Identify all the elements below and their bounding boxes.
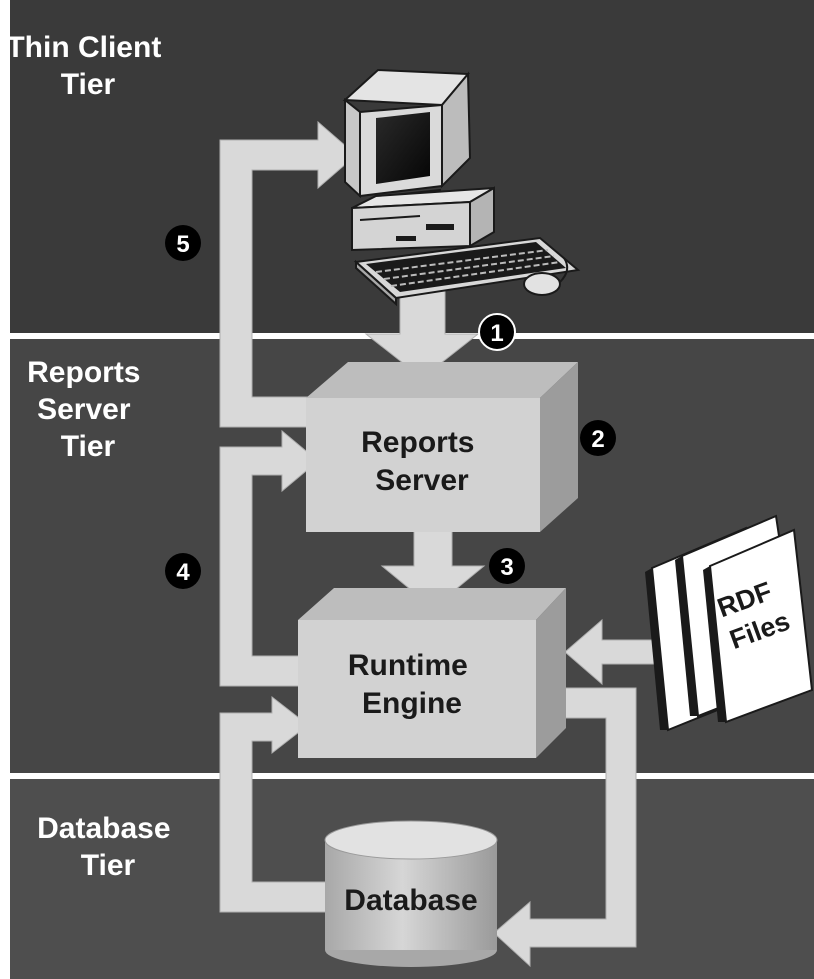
reports-server-box: Reports Server [306, 362, 578, 532]
database-label: Database [344, 884, 477, 917]
database-tier-label: Database Tier [37, 812, 179, 882]
database-cylinder: Database [324, 820, 498, 967]
svg-text:4: 4 [176, 559, 190, 586]
step-badge-3: 3 [489, 548, 525, 584]
reports-server-label: Reports Server [361, 426, 483, 497]
rdf-files-stack: RDF Files [645, 514, 814, 732]
thin-client-tier-label: Thin Client Tier [6, 31, 169, 101]
request-arrow [364, 289, 480, 379]
step-badge-1: 1 [478, 313, 516, 351]
engine-to-database-arrow [493, 687, 637, 968]
step-badge-2: 2 [580, 420, 616, 456]
rdf-to-engine-arrow [564, 618, 661, 686]
computer-icon [342, 68, 581, 307]
svg-text:3: 3 [500, 554, 513, 581]
server-to-engine-arrow [380, 527, 486, 609]
step-badge-4: 4 [165, 553, 201, 589]
rdf-file-sheet [703, 528, 814, 724]
svg-text:2: 2 [591, 426, 604, 453]
tier-divider [10, 773, 814, 779]
runtime-engine-box: Runtime Engine [298, 588, 566, 758]
step-badge-5: 5 [165, 225, 201, 261]
runtime-engine-label: Runtime Engine [348, 649, 476, 720]
svg-text:5: 5 [176, 231, 189, 258]
response-arrow [219, 120, 357, 428]
reports-server-tier-label: Reports Server Tier [27, 356, 149, 463]
engine-to-server-arrow [219, 429, 319, 687]
svg-text:1: 1 [490, 320, 503, 347]
database-to-engine-arrow [219, 695, 333, 913]
